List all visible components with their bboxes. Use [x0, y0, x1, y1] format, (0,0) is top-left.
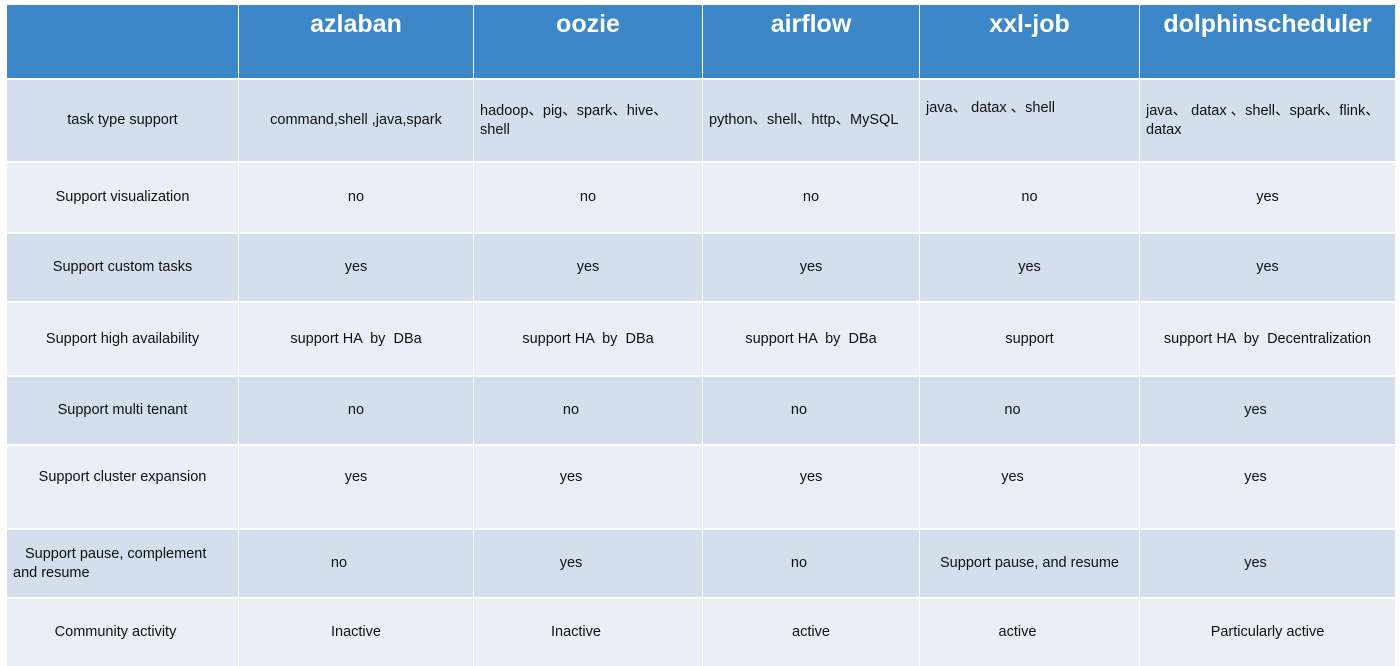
feature-label: Community activity: [7, 599, 238, 666]
table-cell: Support pause, and resume: [920, 530, 1139, 597]
table-cell: active: [920, 599, 1139, 666]
feature-label: Support cluster expansion: [7, 446, 238, 528]
table-cell: command,shell ,java,spark: [239, 80, 473, 161]
table-cell: no: [703, 377, 919, 444]
feature-label: task type support: [7, 80, 238, 161]
table-cell: no: [920, 377, 1139, 444]
table-cell: java、 datax 、shell、spark、flink、datax: [1140, 80, 1395, 161]
table-cell: Particularly active: [1140, 599, 1395, 666]
table-cell: yes: [474, 446, 702, 528]
table-cell: support HA by Decentralization: [1140, 303, 1395, 375]
table-cell: yes: [474, 530, 702, 597]
feature-label: Support pause, complement and resume: [7, 530, 238, 597]
header-azlaban: azlaban: [239, 5, 473, 78]
header-corner: [7, 5, 238, 78]
table-cell: yes: [239, 446, 473, 528]
table-cell: yes: [703, 446, 919, 528]
table-cell: no: [474, 163, 702, 232]
table-cell: support HA by DBa: [474, 303, 702, 375]
table-cell: support HA by DBa: [703, 303, 919, 375]
table-cell: no: [703, 530, 919, 597]
feature-label: Support multi tenant: [7, 377, 238, 444]
table-cell: no: [474, 377, 702, 444]
table-cell: no: [239, 163, 473, 232]
feature-label: Support custom tasks: [7, 234, 238, 301]
comparison-table: azlaban oozie airflow xxl-job dolphinsch…: [7, 5, 1395, 666]
feature-label: Support visualization: [7, 163, 238, 232]
table-cell: Inactive: [474, 599, 702, 666]
table-cell: no: [239, 530, 473, 597]
header-xxl-job: xxl-job: [920, 5, 1139, 78]
table-cell: yes: [474, 234, 702, 301]
table-cell: yes: [920, 234, 1139, 301]
table-cell: python、shell、http、MySQL: [703, 80, 919, 161]
table-cell: yes: [703, 234, 919, 301]
table-cell: support HA by DBa: [239, 303, 473, 375]
header-dolphinscheduler: dolphinscheduler: [1140, 5, 1395, 78]
table-cell: no: [920, 163, 1139, 232]
header-airflow: airflow: [703, 5, 919, 78]
header-oozie: oozie: [474, 5, 702, 78]
table-cell: Inactive: [239, 599, 473, 666]
table-cell: no: [703, 163, 919, 232]
table-cell: yes: [1140, 377, 1395, 444]
table-cell: hadoop、pig、spark、hive、shell: [474, 80, 702, 161]
table-cell: yes: [239, 234, 473, 301]
table-cell: yes: [1140, 530, 1395, 597]
table-cell: yes: [920, 446, 1139, 528]
table-cell: yes: [1140, 446, 1395, 528]
table-cell: yes: [1140, 234, 1395, 301]
table-cell: support: [920, 303, 1139, 375]
table-cell: no: [239, 377, 473, 444]
table-cell: yes: [1140, 163, 1395, 232]
feature-label: Support high availability: [7, 303, 238, 375]
table-cell: java、 datax 、shell: [920, 80, 1139, 161]
table-cell: active: [703, 599, 919, 666]
